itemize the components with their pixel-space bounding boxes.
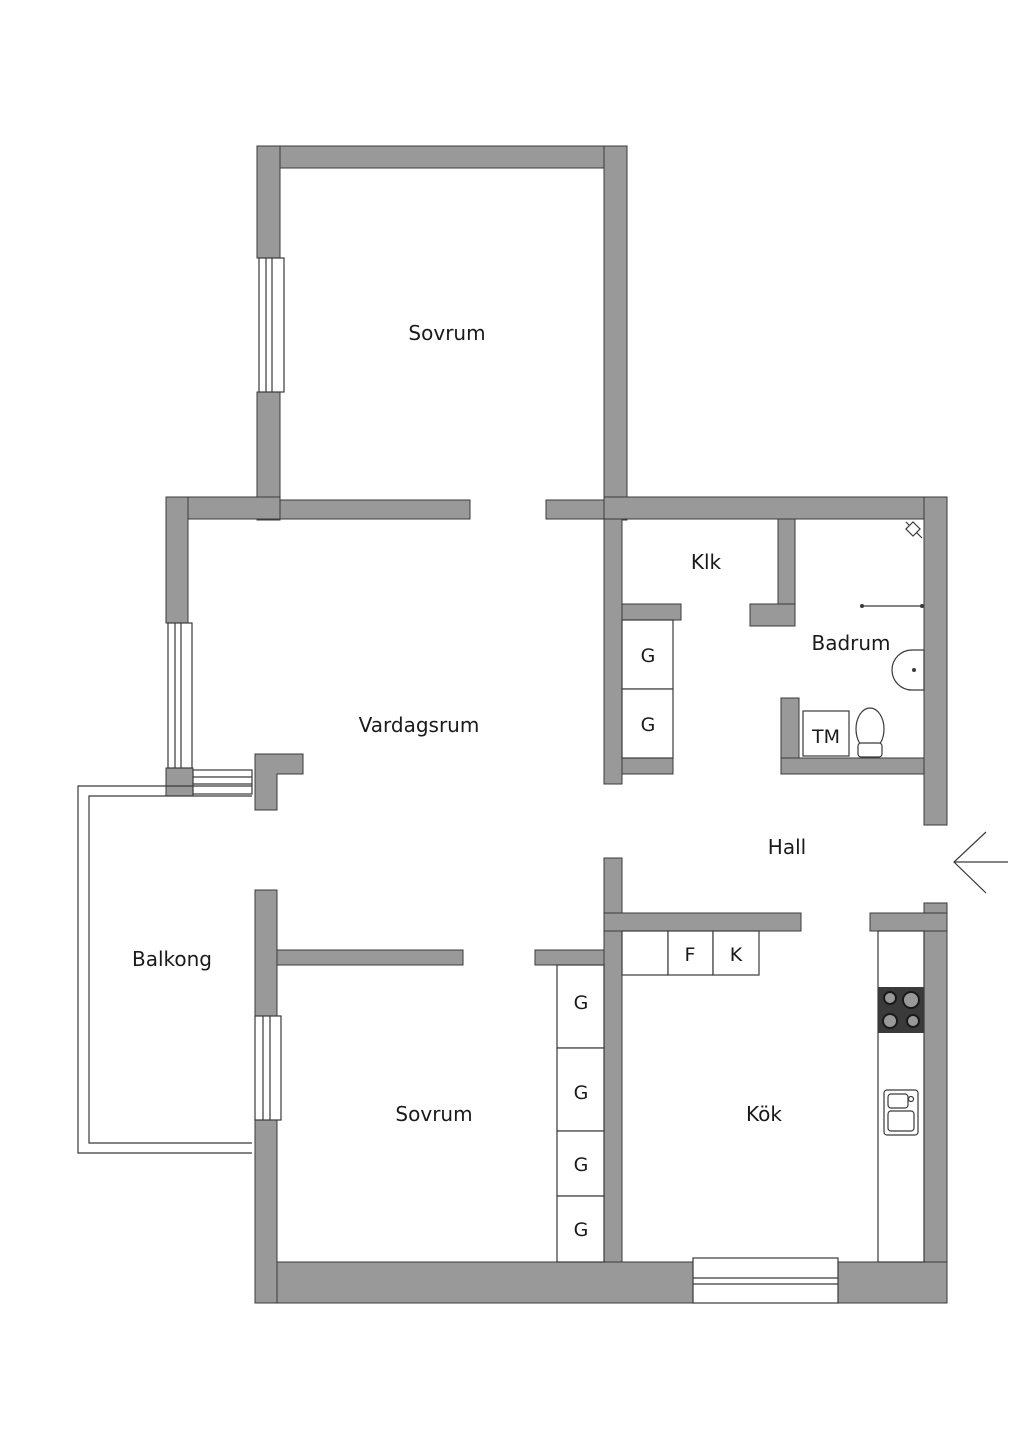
laundry-machine [802, 710, 850, 757]
wall-top-bedroom-right [603, 145, 628, 521]
wall-kitchen-top-right [869, 912, 948, 932]
wall-closet-bottom [621, 757, 674, 775]
windows [167, 257, 839, 1304]
label-hall: Hall [768, 835, 806, 859]
wall-bedroom-top [276, 949, 464, 966]
label-kok: Kök [746, 1102, 782, 1126]
wall-left-upper [165, 496, 189, 624]
window-kitchen [692, 1257, 839, 1304]
label-freezer: K [730, 944, 743, 966]
wall-closet-shelf [621, 603, 682, 621]
label-laundry: TM [811, 726, 840, 748]
window-top-bedroom [258, 257, 285, 393]
washbasin-icon [891, 649, 925, 691]
shower-icon [860, 521, 924, 608]
window-balcony-door [192, 769, 253, 795]
wall-closet-left [603, 518, 623, 785]
wall-left-lower-b [254, 1119, 278, 1304]
label-wardrobe-bed-3: G [574, 1154, 589, 1176]
sink-icon [883, 1089, 919, 1136]
cabinet-bed-1 [556, 964, 605, 1049]
wall-left-pier [165, 767, 194, 797]
toilet-icon [855, 707, 885, 758]
freezer-cabinet [712, 930, 760, 976]
cabinet-klk-1 [621, 619, 674, 690]
wall-right-lower [923, 902, 948, 1304]
label-balkong: Balkong [132, 947, 212, 971]
kitchen-appliances [621, 930, 925, 1263]
window-bottom-bedroom [254, 1015, 282, 1121]
label-wardrobe-bed-4: G [574, 1219, 589, 1241]
entrance-arrow-icon [953, 831, 1008, 894]
label-wardrobe-bed-1: G [574, 992, 589, 1014]
wall-top-bedroom-top [256, 145, 628, 169]
label-wardrobe-bed-2: G [574, 1082, 589, 1104]
label-fridge: F [685, 944, 696, 966]
label-sovrum-top: Sovrum [408, 321, 485, 345]
label-sovrum-bottom: Sovrum [395, 1102, 472, 1126]
label-wardrobe-klk-2: G [641, 714, 656, 736]
wall-living-step [254, 753, 304, 811]
wall-kitchen-top [603, 912, 802, 932]
stove-icon [878, 987, 924, 1033]
wall-top-right [603, 496, 948, 520]
window-living-left [167, 622, 193, 769]
wall-left-lower-a [254, 889, 278, 1017]
wall-right-upper [923, 496, 948, 826]
bedroom-cabinets [556, 964, 605, 1263]
label-wardrobe-klk-1: G [641, 645, 656, 667]
balcony [77, 785, 252, 1154]
label-badrum: Badrum [811, 631, 890, 655]
wall-klk-bath-stub [749, 603, 796, 627]
fixture-labels: G G TM F K G G G G [574, 645, 840, 1241]
wall-bath-bottom [780, 757, 925, 775]
wall-top-bedroom-left-upper [256, 145, 281, 259]
label-klk: Klk [691, 550, 722, 574]
label-vardagsrum: Vardagsrum [359, 713, 480, 737]
room-labels: Sovrum Vardagsrum Klk Badrum Hall Balkon… [132, 321, 891, 1126]
wall-bedroom-top-right [534, 949, 605, 966]
wall-bottom-right [837, 1261, 948, 1304]
closet-cabinets [621, 619, 674, 759]
kitchen-counter-left [621, 930, 669, 976]
wall-bottom-left [254, 1261, 694, 1304]
walls [165, 145, 948, 1304]
cabinet-klk-2 [621, 688, 674, 759]
wall-living-top-mid [279, 499, 471, 520]
cabinet-bed-4 [556, 1195, 605, 1263]
